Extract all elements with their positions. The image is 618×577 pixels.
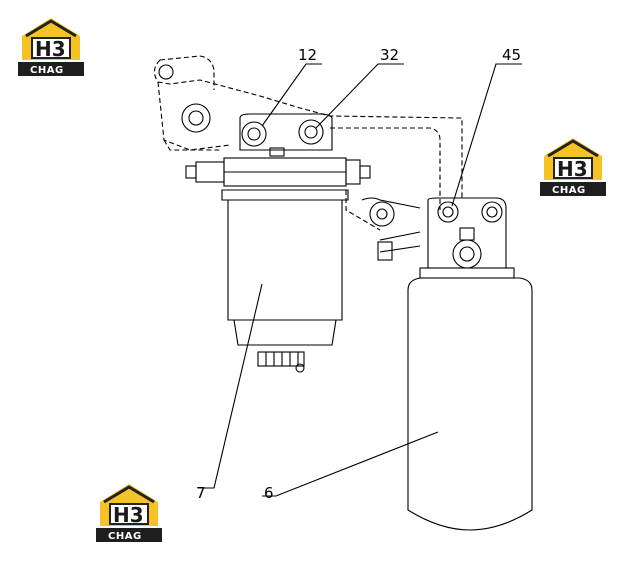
brand-logo-bottom-left: H3 CHAG: [96, 482, 162, 544]
svg-text:CHAG: CHAG: [108, 531, 142, 542]
bracket-boss-bore: [188, 110, 204, 126]
oil-filter-head: [419, 197, 515, 279]
bracket-boss: [181, 103, 211, 133]
callout-leaders: [198, 63, 522, 497]
bracket-hole: [158, 64, 174, 80]
brand-logo-right: H3 CHAG: [540, 136, 606, 198]
svg-text:CHAG: CHAG: [30, 65, 64, 76]
callout-45: 45: [502, 46, 521, 64]
oil-filter-canister: [407, 277, 533, 531]
svg-text:CHAG: CHAG: [552, 185, 586, 196]
connecting-pipe: [361, 197, 421, 261]
callout-32: 32: [380, 46, 399, 64]
svg-text:H3: H3: [113, 503, 144, 527]
brand-logo-top-left: H3 CHAG: [18, 16, 84, 78]
fuel-filter-bowl: [221, 189, 349, 373]
callout-7: 7: [196, 484, 206, 502]
callout-6: 6: [264, 484, 274, 502]
callout-12: 12: [298, 46, 317, 64]
fuel-filter-head: [185, 113, 371, 187]
svg-text:H3: H3: [557, 157, 588, 181]
mounting-bracket: [153, 55, 463, 231]
svg-text:H3: H3: [35, 37, 66, 61]
